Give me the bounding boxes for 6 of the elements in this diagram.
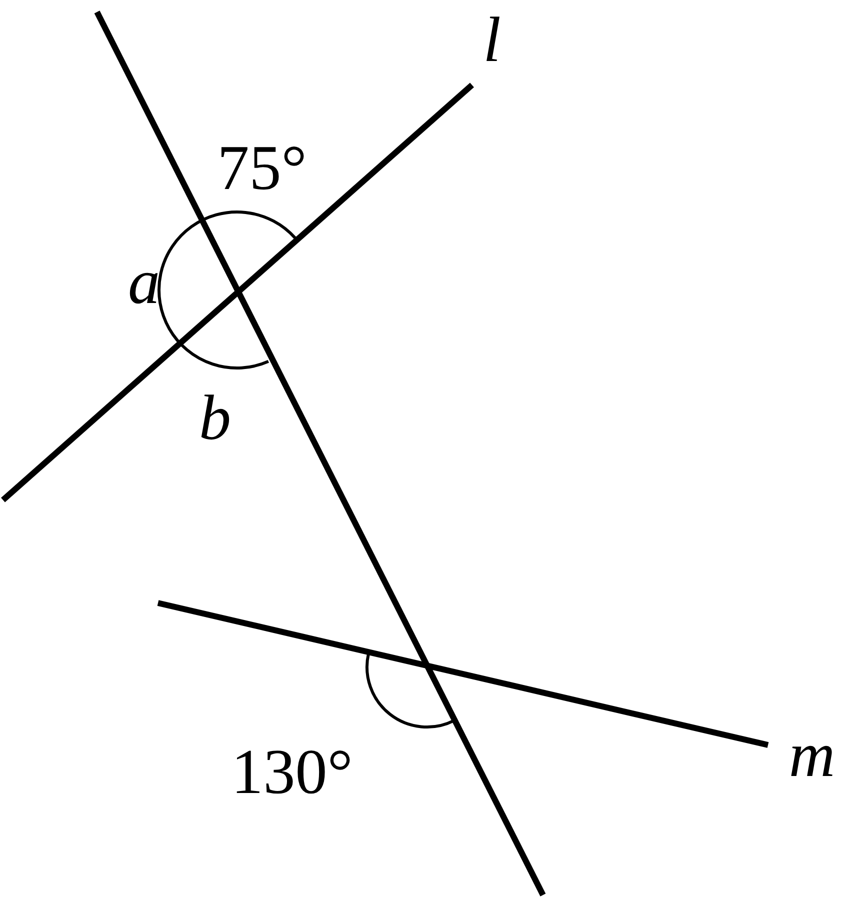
angle-label: 75° [217,136,307,200]
angle-label: a [128,250,160,314]
angle-label: b [199,386,231,450]
line-label: l [483,8,501,72]
angle-label: 130° [231,740,353,804]
line-label: m [788,723,836,787]
